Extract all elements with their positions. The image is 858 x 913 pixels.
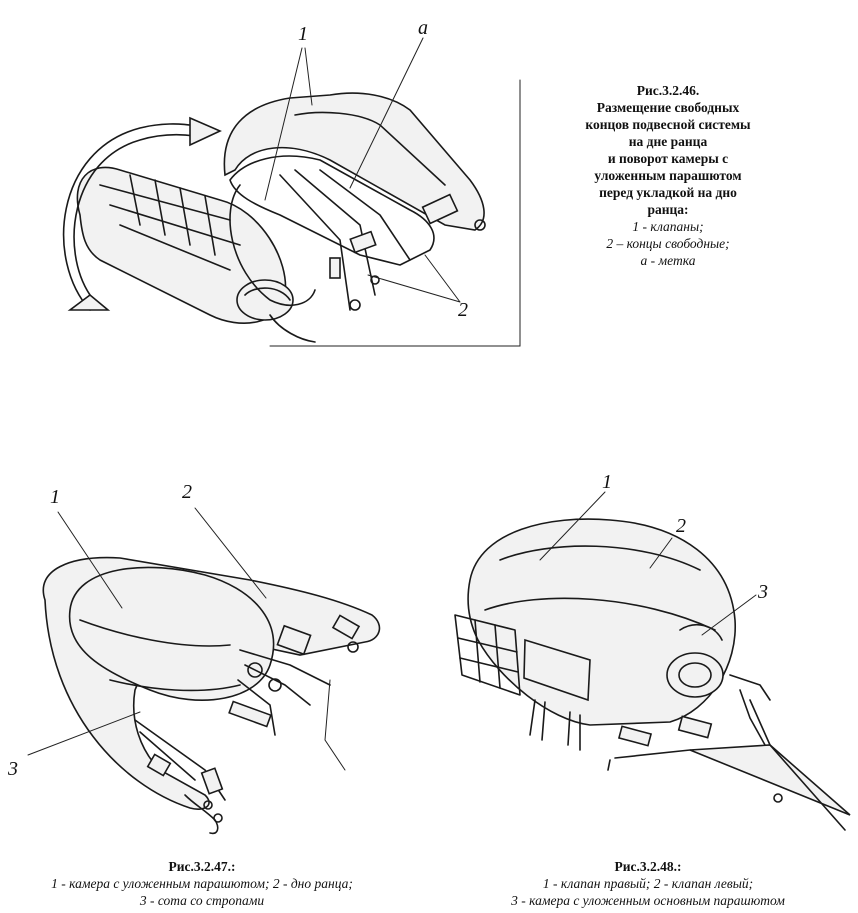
label-3: 3 <box>757 581 768 603</box>
caption-title: Рис.3.2.47.: <box>168 859 236 874</box>
caption-line-2: 3 - сота со стропами <box>139 893 265 908</box>
caption-title-line: уложенным парашютом <box>594 168 742 183</box>
figure-3-2-47-drawing: 1 2 3 <box>0 450 420 850</box>
label-2: 2 <box>182 481 192 503</box>
label-1: 1 <box>50 486 60 508</box>
caption-line-1: 1 - клапан правый; 2 - клапан левый; <box>542 876 754 891</box>
caption-title-line: ранца: <box>647 202 689 217</box>
figure-3-2-46-caption: Рис.3.2.46. Размещение свободных концов … <box>548 82 788 269</box>
figure-3-2-46-drawing: 1 a 2 <box>30 10 530 350</box>
closed-flaps-pack-illustration: 1 2 3 <box>454 471 851 831</box>
caption-line-2: 3 - камера с уложенным основным парашюто… <box>511 893 785 908</box>
caption-title-line: перед укладкой на дно <box>599 185 737 200</box>
caption-title-line: Рис.3.2.46. <box>636 83 700 98</box>
parachute-rotation-illustration: 1 a 2 <box>62 17 521 347</box>
label-3: 3 <box>7 758 18 780</box>
caption-item: 1 - клапаны; <box>632 219 704 234</box>
caption-title-line: Размещение свободных <box>596 100 740 115</box>
caption-title: Рис.3.2.48.: <box>614 859 682 874</box>
figure-3-2-48-caption: Рис.3.2.48.: 1 - клапан правый; 2 - клап… <box>448 858 848 909</box>
caption-title-line: и поворот камеры с <box>607 151 729 166</box>
caption-line-1: 1 - камера с уложенным парашютом; 2 - дн… <box>51 876 353 891</box>
label-1: 1 <box>298 23 308 45</box>
caption-item: а - метка <box>640 253 696 268</box>
label-2: 2 <box>458 299 468 321</box>
figure-3-2-47-caption: Рис.3.2.47.: 1 - камера с уложенным пара… <box>0 858 404 909</box>
caption-item: 2 – концы свободные; <box>606 236 730 251</box>
camera-in-pack-illustration: 1 2 3 <box>7 481 381 835</box>
figure-3-2-48-drawing: 1 2 3 <box>440 460 858 850</box>
caption-title-line: концов подвесной системы <box>585 117 751 132</box>
label-2: 2 <box>676 515 686 537</box>
label-a: a <box>418 17 428 39</box>
caption-title-line: на дне ранца <box>628 134 708 149</box>
label-1: 1 <box>602 471 612 493</box>
